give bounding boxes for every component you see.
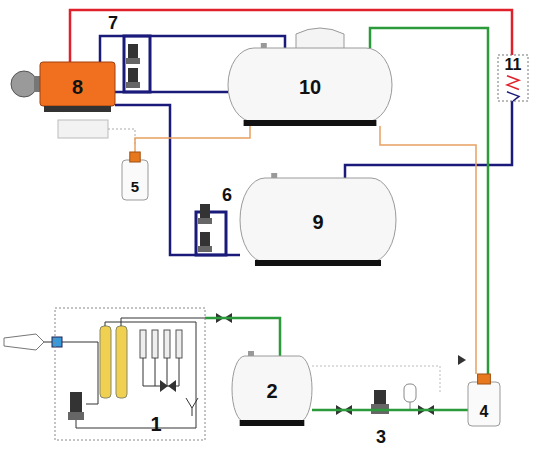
pump-motor [128, 68, 138, 82]
callout-number: 4 [480, 404, 489, 420]
storage-tank: 9 [240, 178, 396, 266]
pump-body [198, 246, 212, 252]
pipe [86, 342, 98, 404]
heat-exchanger: 11 [498, 55, 528, 101]
bypass-loop [196, 212, 226, 255]
pipe [380, 126, 476, 374]
canister-body [468, 382, 500, 426]
pipe [121, 318, 205, 326]
pump-body [126, 82, 140, 88]
prefilter [52, 337, 62, 347]
pump-motor [70, 392, 82, 412]
signal-line [312, 366, 440, 392]
callout-number: 11 [505, 57, 522, 73]
node-outline [55, 308, 205, 440]
pipe [205, 318, 280, 356]
pump-motor [374, 390, 386, 404]
pump-station [336, 355, 466, 415]
pipe [135, 126, 250, 152]
boiler-body [40, 62, 115, 106]
tank-base [244, 120, 377, 126]
signal-line [108, 129, 135, 146]
tank-shell [232, 356, 312, 422]
valve [160, 380, 176, 392]
treatment-unit: 1 [55, 308, 205, 440]
callout-number: 3 [376, 428, 386, 446]
flowmeter [176, 330, 182, 358]
canister-cap [130, 152, 140, 162]
callout-number: 8 [72, 77, 83, 97]
callout-number: 2 [266, 381, 277, 401]
expansion-vessel [404, 384, 416, 402]
tank-shell [228, 48, 392, 122]
pump-motor [200, 232, 210, 246]
pipe [312, 409, 468, 412]
bypass-loop [124, 36, 150, 92]
pump-group [196, 204, 226, 255]
canister-body [122, 160, 148, 200]
callout-number: 5 [131, 179, 139, 194]
callout-number: 10 [299, 77, 321, 97]
boiler-base [44, 106, 111, 112]
pump-group [124, 36, 150, 92]
flowmeter [164, 330, 170, 358]
unit-frame [55, 308, 205, 440]
membrane-column [100, 326, 111, 398]
pipe [115, 105, 240, 255]
boiler: 8 [40, 62, 115, 112]
valve [458, 355, 466, 365]
callout-number: 6 [222, 186, 232, 204]
buffer-tank: 2 [232, 356, 312, 426]
flowmeter [140, 330, 146, 358]
drain [186, 398, 198, 416]
tank-dome [296, 28, 344, 50]
dosing-tank: 4 [468, 374, 500, 426]
callout-number: 9 [312, 212, 323, 232]
membrane-column [116, 326, 127, 398]
tank-shell [240, 178, 396, 262]
pump-body [68, 412, 84, 420]
control-unit [58, 120, 108, 138]
pump-body [198, 218, 212, 224]
pipe [115, 91, 228, 94]
treatment-unit [4, 318, 205, 428]
inlet [4, 334, 44, 350]
burner-fan [11, 71, 37, 97]
tank-nozzle [271, 173, 277, 178]
pipe [76, 322, 196, 428]
tank-base [255, 260, 381, 266]
pump-body [126, 58, 140, 64]
tank-nozzle [248, 351, 254, 356]
flowmeter [152, 330, 158, 358]
storage-tank: 10 [228, 48, 392, 126]
pump-motor [128, 44, 138, 58]
tank-nozzle [261, 43, 267, 48]
tank-base [240, 420, 305, 426]
canister-cap [478, 374, 491, 384]
exchanger-frame [498, 55, 528, 101]
dosing-tank: 5 [122, 152, 148, 200]
callout-number: 7 [108, 14, 118, 32]
callout-number: 1 [150, 414, 161, 434]
pump-motor [200, 204, 210, 218]
coil [507, 92, 519, 101]
coil [507, 76, 519, 90]
